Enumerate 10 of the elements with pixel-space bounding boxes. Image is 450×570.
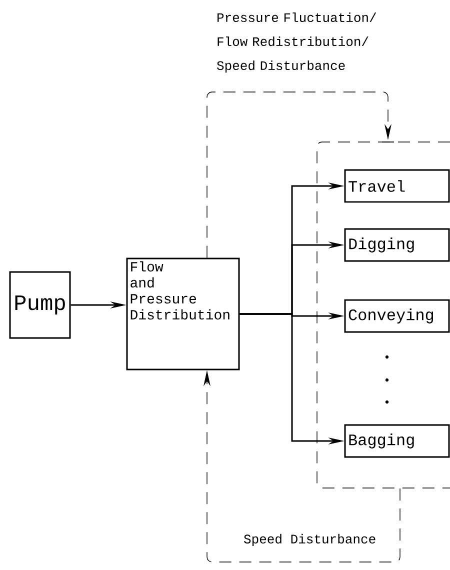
process-box: Digging	[344, 228, 450, 262]
process-box: Flow and Pressure Distribution	[126, 258, 240, 370]
process-box: Pump	[9, 271, 71, 339]
edge-label: Pressure Fluctuation/ Flow Redistribution/ Speed Disturbance	[217, 12, 376, 73]
edge-label: Speed Disturbance	[244, 534, 376, 546]
arrow	[206, 92, 392, 258]
group-bracket	[316, 142, 450, 488]
process-box: Travel	[344, 169, 450, 203]
process-box: Conveying	[344, 299, 450, 333]
process-box: Bagging	[344, 424, 450, 458]
